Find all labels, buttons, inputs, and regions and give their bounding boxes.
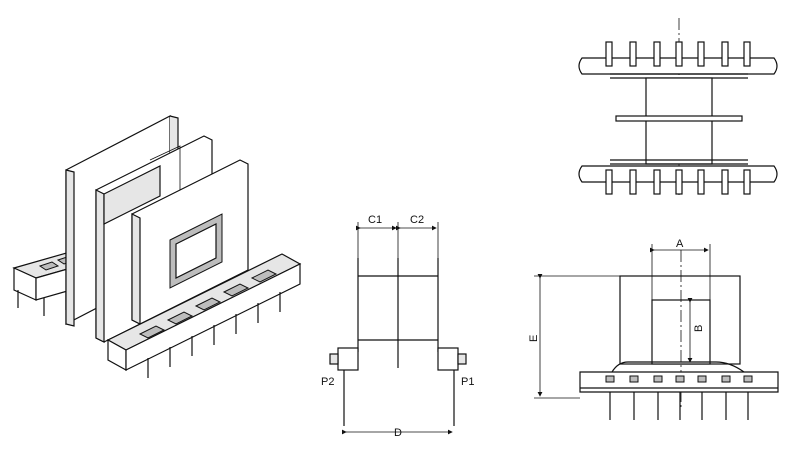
front-pin-row <box>609 392 749 420</box>
right-terminal-base <box>106 253 302 378</box>
dimension-e-label: E <box>528 335 540 342</box>
front-terminal-notches <box>605 375 753 383</box>
pin-p2-label: P2 <box>321 376 334 388</box>
center-divider <box>615 115 743 122</box>
bottom-pin-row <box>605 169 751 195</box>
right-terminal-block <box>437 347 459 371</box>
top-view <box>578 18 778 198</box>
top-pin-row <box>605 41 751 67</box>
dimension-c1-label: C1 <box>368 214 382 226</box>
isometric-exploded-view <box>12 115 302 378</box>
pin-p1-label: P1 <box>461 376 474 388</box>
dimension-c2-label: C2 <box>410 214 424 226</box>
left-terminal-block <box>337 347 359 371</box>
front-core-half <box>131 159 249 325</box>
dimension-b-label: B <box>693 325 705 332</box>
dimension-d-label: D <box>394 427 402 439</box>
front-view: A B E <box>528 238 779 420</box>
side-view: C1 C2 D P2 P1 <box>321 214 474 439</box>
dimension-a-label: A <box>676 238 684 250</box>
